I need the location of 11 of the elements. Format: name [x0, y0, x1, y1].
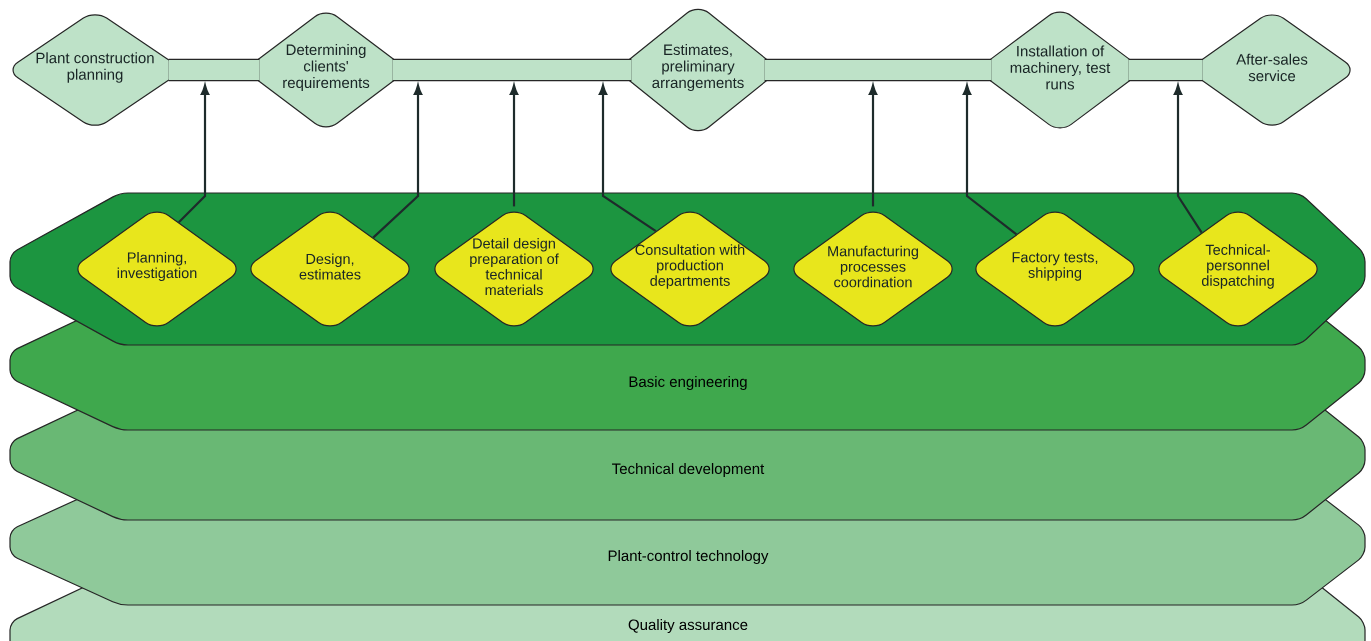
arrow [372, 84, 423, 239]
connector-pipe [764, 58, 992, 82]
arrow [178, 84, 210, 223]
connector-pipe [392, 58, 632, 82]
arrow [509, 84, 519, 207]
arrow [598, 84, 657, 232]
arrow [868, 84, 878, 207]
connector-pipe [1128, 58, 1203, 82]
arrow [962, 84, 1018, 236]
connector-pipe [168, 58, 260, 82]
arrow [1173, 84, 1203, 234]
